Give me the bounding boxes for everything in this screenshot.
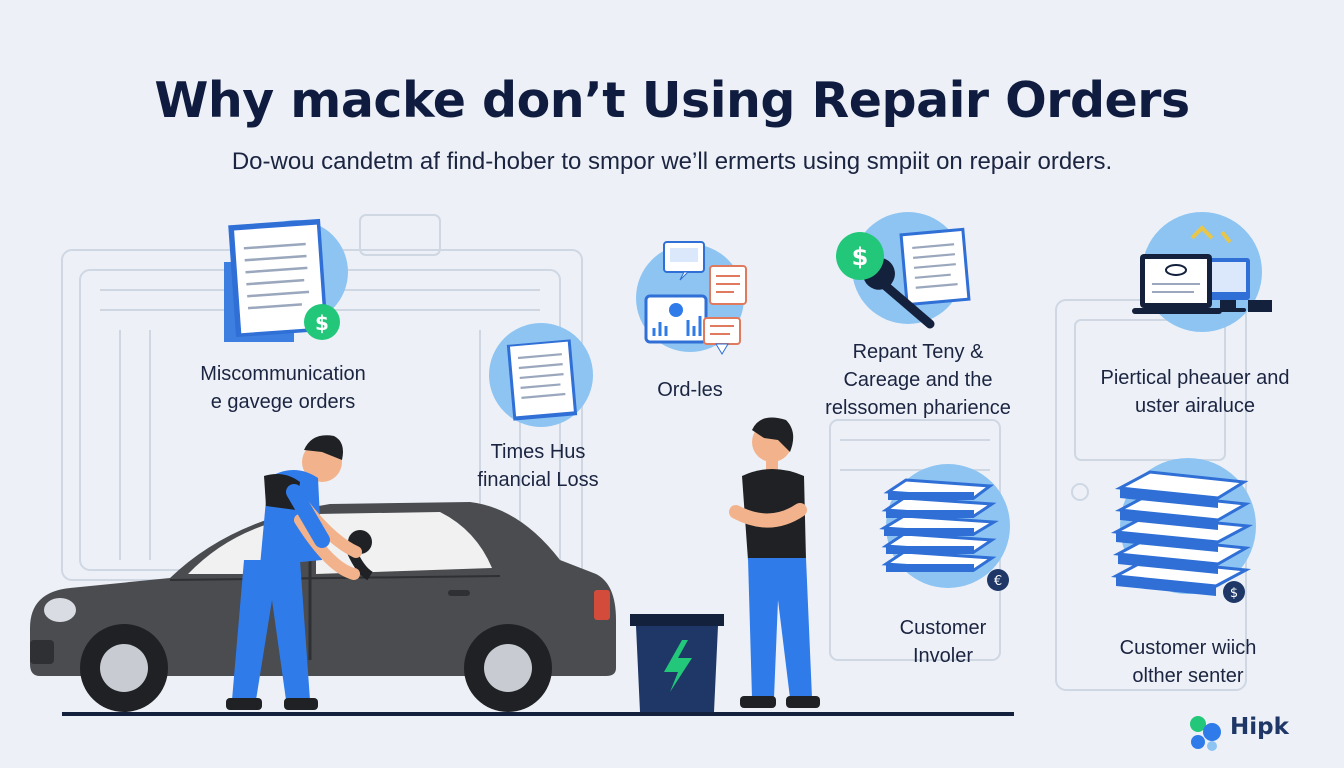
laptop-monitor-icon (1132, 212, 1272, 332)
bin-illustration (630, 614, 724, 712)
document-icon (489, 323, 593, 427)
customer-figure (729, 417, 820, 708)
ground-line (62, 712, 1014, 716)
svg-text:$: $ (315, 311, 329, 335)
dashboard-charts-icon (636, 241, 747, 355)
svg-text:€: € (994, 574, 1002, 589)
molecule-dots-icon (1190, 716, 1221, 751)
page-title: Why macke don’t Using Repair Orders (154, 72, 1190, 129)
wrench-dollar-document-icon: $ (836, 212, 971, 329)
label-orders: Ord-les (657, 379, 723, 401)
book-stack-icon: $ (1110, 458, 1256, 603)
svg-text:$: $ (1230, 586, 1238, 601)
paper-stack-icon: € (879, 464, 1010, 591)
svg-text:$: $ (852, 243, 869, 271)
page-subtitle: Do-wou candetm af find-hober to smpor we… (231, 148, 1113, 175)
document-dollar-icon: $ (224, 218, 348, 342)
mechanic-figure (226, 435, 362, 710)
car-illustration (30, 502, 616, 712)
logo-text: Hipk (1230, 714, 1289, 740)
